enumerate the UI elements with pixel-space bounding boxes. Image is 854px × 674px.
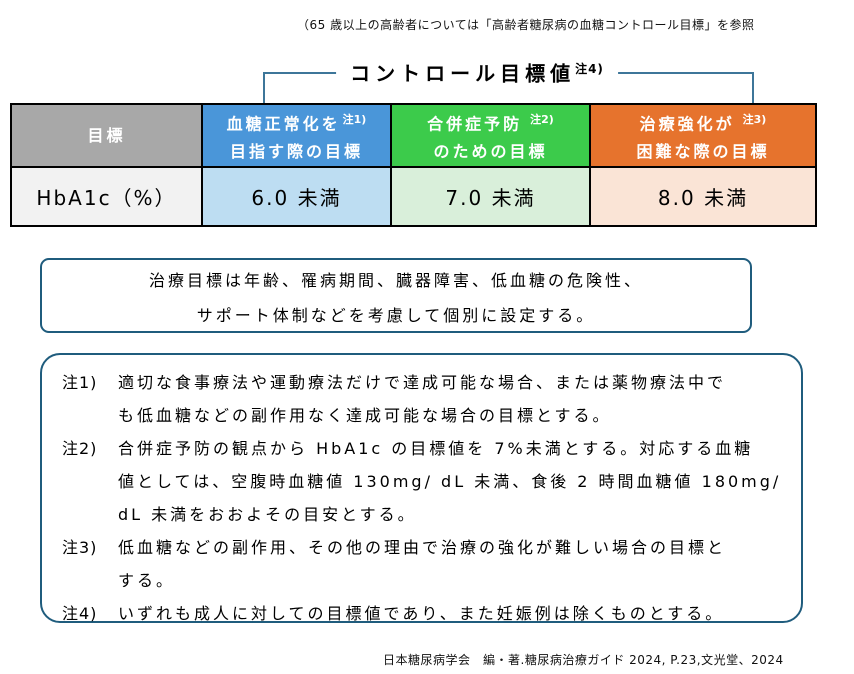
individualization-note-box: 治療目標は年齢、罹病期間、臓器障害、低血糖の危険性、 サポート体制などを考慮して… [40,258,752,333]
col-header-complication-line2: のための目標 [433,141,548,161]
footnote-1-label: 注1) [62,373,98,392]
table-header-row: 目標 血糖正常化を注1) 目指す際の目標 合併症予防注2) のための目標 治療強… [10,103,817,168]
note1-ref: 注1) [342,113,367,127]
note3-ref: 注3) [742,113,767,127]
cell-value-complication: 7.0 未満 [390,166,591,227]
footnote-3-text: 低血糖などの副作用、その他の理由で治療の強化が難しい場合の目標と する。 [118,538,727,590]
footnote-item-1: 注1) 適切な食事療法や運動療法だけで達成可能な場合、または薬物療法中で も低血… [62,366,791,432]
col-header-complication-prevention: 合併症予防注2) のための目標 [390,103,591,168]
footnotes-box: 注1) 適切な食事療法や運動療法だけで達成可能な場合、または薬物療法中で も低血… [40,353,803,623]
hba1c-target-table: 目標 血糖正常化を注1) 目指す際の目標 合併症予防注2) のための目標 治療強… [10,103,817,227]
col-header-intensification-line2: 困難な際の目標 [636,141,770,161]
footnote-item-2: 注2) 合併症予防の観点から HbA1c の目標値を 7%未満とする。対応する血… [62,432,791,531]
col-header-goal: 目標 [10,103,203,168]
col-header-normalization-line1: 血糖正常化を [226,114,341,134]
individualization-note-text: 治療目標は年齢、罹病期間、臓器障害、低血糖の危険性、 サポート体制などを考慮して… [148,271,643,325]
col-header-normalization-target: 血糖正常化を注1) 目指す際の目標 [201,103,392,168]
header-reference-note: （65 歳以上の高齢者については「高齢者糖尿病の血糖コントロール目標」を参照 [297,18,755,32]
col-header-normalization-line2: 目指す際の目標 [229,141,363,161]
footnote-2-text: 合併症予防の観点から HbA1c の目標値を 7%未満とする。対応する血糖 値と… [118,439,782,524]
page-title-text: コントロール目標値 [350,61,576,86]
footnote-4-label: 注4) [62,604,98,623]
cell-value-normalization: 6.0 未満 [201,166,392,227]
footnote-3-label: 注3) [62,538,98,557]
col-header-goal-label: 目標 [87,126,126,145]
source-citation: 日本糖尿病学会 編・著.糖尿病治療ガイド 2024, P.23,文光堂、2024 [383,653,784,667]
hba1c-value-row: HbA1c（%） 6.0 未満 7.0 未満 8.0 未満 [10,166,817,227]
row-label-hba1c: HbA1c（%） [10,166,203,227]
col-header-complication-line1: 合併症予防 [427,114,523,134]
note2-ref: 注2) [530,113,554,127]
title-note-ref: 注4) [575,62,604,76]
footnote-4-text: いずれも成人に対しての目標値であり、また妊娠例は除くものとする。 [118,604,725,623]
cell-value-intensification: 8.0 未満 [589,166,817,227]
footnote-item-3: 注3) 低血糖などの副作用、その他の理由で治療の強化が難しい場合の目標と する。 [62,531,791,597]
footnote-2-label: 注2) [62,439,98,458]
col-header-intensification-line1: 治療強化が [639,114,735,134]
page-title: コントロール目標値注4) [336,54,618,89]
col-header-intensification-difficult: 治療強化が注3) 困難な際の目標 [589,103,817,168]
footnote-1-text: 適切な食事療法や運動療法だけで達成可能な場合、または薬物療法中で も低血糖などの… [118,373,727,425]
footnote-item-4: 注4) いずれも成人に対しての目標値であり、また妊娠例は除くものとする。 [62,597,791,630]
